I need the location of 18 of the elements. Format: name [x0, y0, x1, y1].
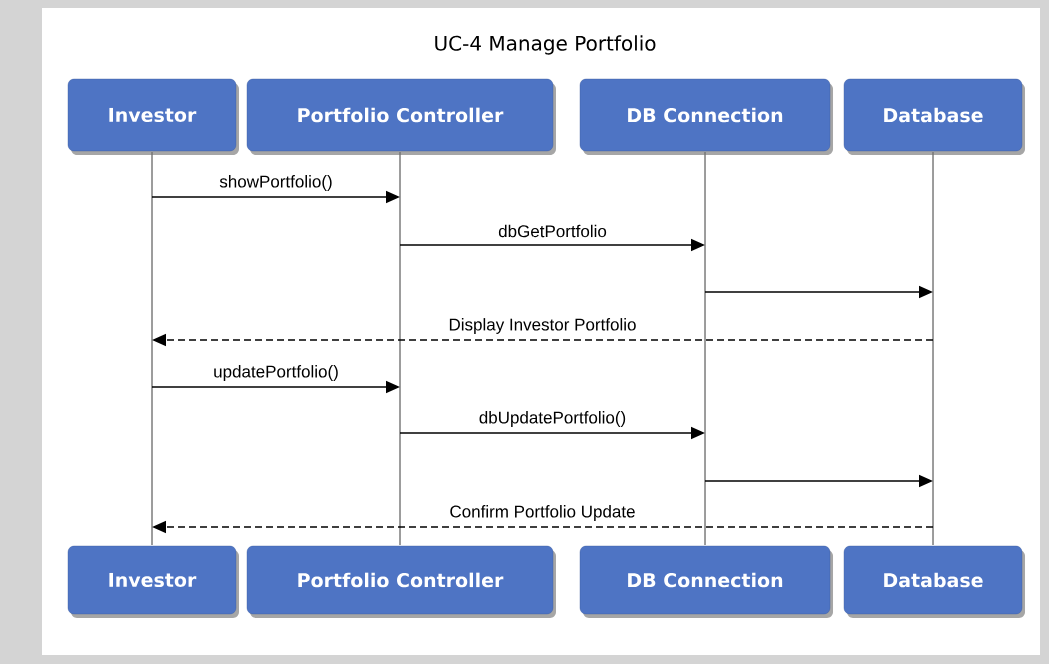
lifeline [704, 152, 706, 545]
lifeline [932, 152, 934, 545]
edge-label: Confirm Portfolio Update [448, 504, 637, 522]
participant-box: Portfolio Controller [246, 78, 556, 155]
participant-box: Database [843, 78, 1025, 155]
lifeline [399, 152, 401, 545]
participant-box: Investor [67, 78, 239, 155]
edge-label: Display Investor Portfolio [447, 317, 638, 335]
participant-box: Investor [67, 545, 239, 618]
edge-label: showPortfolio() [218, 174, 334, 192]
participant-box: Portfolio Controller [246, 545, 556, 618]
edge-label: dbUpdatePortfolio() [477, 410, 628, 428]
participant-box: DB Connection [579, 545, 833, 618]
edge-label: updatePortfolio() [212, 364, 340, 382]
participant-box: DB Connection [579, 78, 833, 155]
diagram-title: UC-4 Manage Portfolio [435, 35, 656, 55]
participant-box: Database [843, 545, 1025, 618]
lifeline [151, 152, 153, 545]
